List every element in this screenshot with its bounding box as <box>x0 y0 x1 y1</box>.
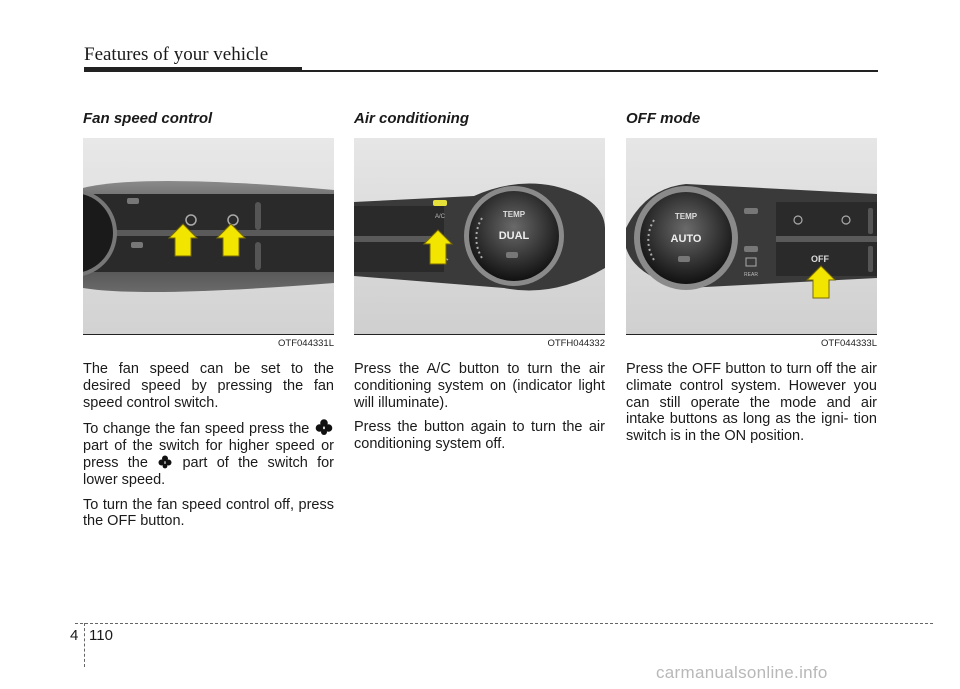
ac-illustration: TEMP DUAL A/C <box>354 138 605 334</box>
dial-auto-label: AUTO <box>671 233 702 245</box>
header-title: Features of your vehicle <box>84 44 269 65</box>
header-rule <box>84 70 878 72</box>
section-title: Fan speed control <box>83 110 213 127</box>
section-title: Air conditioning <box>354 110 469 127</box>
figure-code: OTF044333L <box>626 334 877 357</box>
dial-temp-label: TEMP <box>503 210 526 219</box>
watermark: carmanualsonline.info <box>656 663 828 682</box>
page-number: 110 <box>89 627 113 644</box>
figure-off-mode: TEMP AUTO REAR OFF <box>626 138 877 334</box>
figure-fan-speed <box>83 138 334 334</box>
rear-defrost-label: REAR <box>744 272 758 278</box>
paragraph: Press the A/C button to turn the air con… <box>354 361 605 411</box>
section-fan-speed: Fan speed control <box>83 110 334 538</box>
paragraph: Press the button again to turn the air c… <box>354 419 605 453</box>
text-fragment: part of the switch for lower speed. <box>83 454 334 488</box>
ac-button-label: A/C <box>435 214 446 220</box>
footer-divider <box>84 623 85 667</box>
off-button-label: OFF <box>811 254 829 264</box>
paragraph: Press the OFF button to turn off the air… <box>626 361 877 445</box>
off-mode-illustration: TEMP AUTO REAR OFF <box>626 138 877 334</box>
paragraph-fan-buttons: To change the fan speed press the part o… <box>83 419 334 488</box>
section-title: OFF mode <box>626 110 701 127</box>
fan-high-icon <box>315 419 333 436</box>
fan-low-icon <box>158 455 172 469</box>
figure-code: OTFH044332 <box>354 334 605 357</box>
paragraph: The fan speed can be set to the desired … <box>83 361 334 411</box>
section-air-conditioning: Air conditioning TEMP DUAL A/C <box>354 110 605 461</box>
paragraph: To turn the fan speed control off, press… <box>83 496 334 530</box>
dial-dual-label: DUAL <box>499 230 530 242</box>
chapter-number: 4 <box>70 627 79 644</box>
dial-temp-label: TEMP <box>675 212 698 221</box>
text-fragment: To change the fan speed press the <box>83 421 310 438</box>
figure-air-conditioning: TEMP DUAL A/C <box>354 138 605 334</box>
header-rule-accent <box>84 67 302 72</box>
footer-rule <box>75 623 933 624</box>
fan-speed-illustration <box>83 138 334 334</box>
text-fragment: part of the switch for higher speed or p… <box>83 438 334 471</box>
figure-code: OTF044331L <box>83 334 334 357</box>
section-off-mode: OFF mode TEMP AUTO <box>626 110 877 453</box>
